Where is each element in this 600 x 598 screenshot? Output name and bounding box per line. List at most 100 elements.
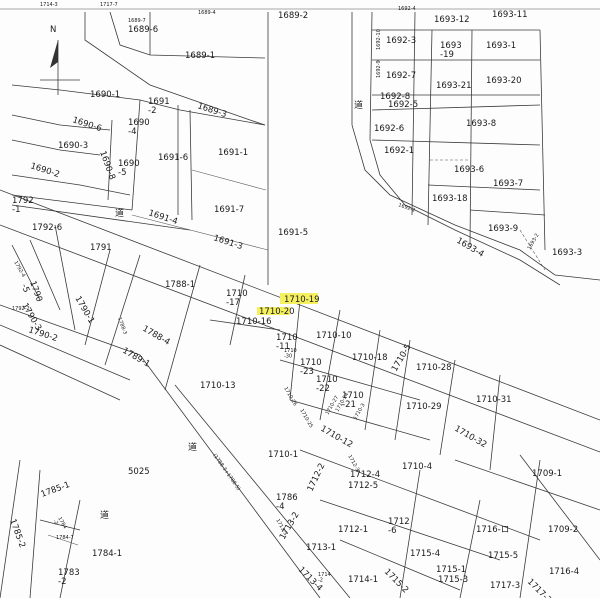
parcel-label-p-1710-10: 1710-10 [316,331,352,341]
parcel-label-p-1786-4: 1786-4 [276,493,298,512]
parcel-label-p-1690-3: 1690-3 [58,141,88,151]
parcel-label-p-1792-6: 1792-6 [32,223,62,233]
parcel-label-p-1693-9: 1693-9 [488,224,518,234]
parcel-label-p-1690-5: 1690-5 [118,159,140,178]
parcel-label-s-1710-26: 1710-26 [282,386,298,407]
parcel-label-s-1710-30: 1710-30 [284,348,297,360]
parcel-label-p-1693-21: 1693-21 [436,81,472,91]
parcel-label-p-1709-1: 1709-1 [532,469,562,479]
parcel-label-p-1715-2: 1715-2 [382,567,410,595]
parcel-label-p-1691-1: 1691-1 [218,148,248,158]
parcel-label-p-1693-6: 1693-6 [454,165,484,175]
road-label-3: 道 [188,441,197,453]
parcel-label-p-1716-ro: 1716-ロ [476,525,509,535]
parcel-label-p-1710-1: 1710-1 [268,450,298,460]
parcel-label-s-1710-25: 1710-25 [298,408,314,429]
parcel-labels: 1689-6 1689-1 1689-2 1690-1 1691-2 1689-3 1690… [7,10,582,598]
parcel-label-p-1691-7: 1691-7 [214,205,244,215]
parcel-label-p-1690-6: 1690-6 [71,115,103,134]
parcel-label-p-1710-29: 1710-29 [406,402,442,412]
parcel-label-p-1692-8: 1692-8 [380,92,410,102]
parcel-label-p-1715-4: 1715-4 [410,549,440,559]
parcel-label-s-1784-2: 1784-2 [52,516,68,533]
parcel-label-s-1692-4: 1692-4 [398,6,416,12]
parcel-label-p-1692-3: 1692-3 [386,36,416,46]
parcel-label-p-1689-6: 1689-6 [128,25,158,35]
parcel-label-p-1693-7: 1693-7 [493,179,523,189]
parcel-label-p-1692-6: 1692-6 [374,124,404,134]
parcel-label-p-1714-1: 1714-1 [348,575,378,585]
parcel-label-p-1710-13: 1710-13 [200,381,236,391]
parcel-label-p-1693-3: 1693-3 [552,248,582,258]
parcel-label-s-1693-2: 1693-2 [527,233,541,251]
highlight-1710-19 [280,293,318,304]
parcel-label-p-1693-12: 1693-12 [434,15,470,25]
parcel-label-s-1692-10: 1692-10 [376,29,382,50]
header-right-label: 1717-7 [100,2,118,8]
parcel-label-s-1792-2: 1792-2 [12,306,30,312]
parcel-label-p-1790-1: 1790-1 [72,295,96,326]
road-note: (1788-3+1788-5) [211,453,241,492]
parcel-label-p-1691-2: 1691-2 [148,97,170,116]
parcel-label-p-1690-8: 1690-8 [97,150,117,182]
parcel-label-p-1710-23: 1710-23 [300,358,322,377]
parcel-label-p-1710-12: 1710-12 [319,424,355,450]
parcel-label-p-1785-2: 1785-2 [7,518,27,550]
parcel-label-p-1788-4: 1788-4 [141,324,172,348]
parcel-label-p-1712-6: 1712-6 [388,517,410,536]
compass-north-label: N [50,25,56,35]
highlight-1710-20 [257,307,290,315]
parcel-label-p-1712-2: 1712-2 [306,462,328,494]
parcel-label-p-1690-1: 1690-1 [90,90,120,100]
parcel-label-p-1785-1: 1785-1 [40,480,72,500]
parcel-label-p-1712-1: 1712-1 [338,525,368,535]
parcel-label-p-1710-11: 1710-11 [276,333,298,352]
parcel-label-p-1715-5: 1715-5 [488,551,518,561]
road-label-4: 道 [100,509,109,521]
parcel-label-p-1689-3: 1689-3 [196,101,228,120]
parcel-label-s-1689-7: 1689-7 [128,18,146,24]
compass: N [40,25,80,95]
parcel-label-p-1693-8: 1693-8 [466,119,496,129]
parcel-label-s-1689-4: 1689-4 [198,10,216,16]
parcel-label-p-1691-3: 1691-3 [212,233,244,252]
parcel-label-p-1710-16: 1710-16 [236,317,272,327]
parcel-label-p-1689-2: 1689-2 [278,11,308,21]
parcel-label-p-1689-1: 1689-1 [185,51,215,61]
parcel-label-p-1710-32: 1710-32 [453,424,489,450]
parcel-label-p-1710-31: 1710-31 [476,395,512,405]
parcel-label-p-1790-5: 1790-5 [19,280,44,307]
parcel-label-p-1710-22: 1710-22 [316,375,338,394]
header-left-label: 1714-3 [40,2,58,8]
parcel-label-p-1715-3: 1715-3 [438,575,468,585]
parcel-label-p-1691-6: 1691-6 [158,153,188,163]
parcel-label-p-1693-18: 1693-18 [432,194,468,204]
parcel-label-p-1710-19: 1710-19 [284,295,320,305]
parcel-label-p-1710-18: 1710-18 [352,353,388,363]
parcel-label-p-1690-2: 1690-2 [29,161,61,180]
parcel-label-p-1717-2: 1717-2 [525,577,553,598]
parcel-boundaries [0,11,600,598]
parcel-label-p-1710-17: 1710-17 [226,289,248,308]
parcel-label-p-1790-2: 1790-2 [27,325,59,344]
parcel-label-s-1714-2: 1714-2 [318,572,331,584]
parcel-label-p-1709-2: 1709-2 [548,525,578,535]
parcel-label-p-1712-4: 1712-4 [350,470,380,480]
parcel-label-p-1710-28: 1710-28 [416,363,452,373]
parcel-label-p-1789-1: 1789-1 [121,346,152,370]
parcel-label-s-1692-2: 1692-2 [397,202,416,214]
parcel-label-p-1792-1: 1792-1 [12,196,34,215]
parcel-label-s-1784-7: 1784-7 [56,535,74,541]
parcel-label-p-1692-7: 1692-7 [386,71,416,81]
parcel-label-p-1693-19: 1693-19 [440,41,462,60]
parcel-label-p-1693-11: 1693-11 [492,10,528,20]
compass-arrow-icon [50,40,58,68]
parcel-label-p-1715-1: 1715-1 [436,565,466,575]
parcel-label-p-1717-3: 1717-3 [490,581,520,591]
parcel-label-p-1692-5: 1692-5 [388,100,418,110]
parcel-label-p-1783-2: 1783-2 [58,568,80,587]
parcel-label-p-1716-4: 1716-4 [549,567,579,577]
parcel-label-p-1693-20: 1693-20 [486,76,522,86]
